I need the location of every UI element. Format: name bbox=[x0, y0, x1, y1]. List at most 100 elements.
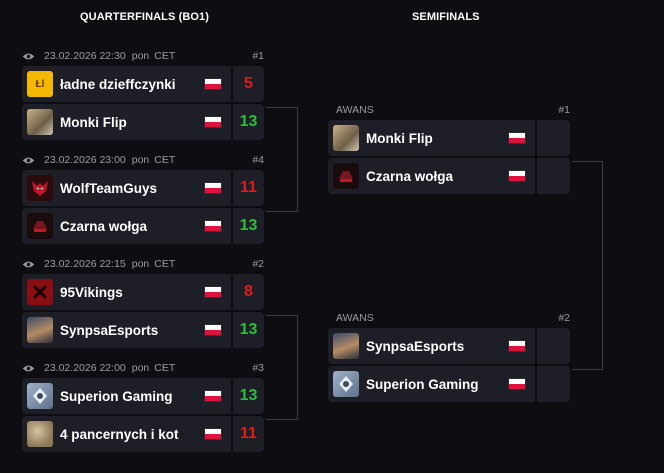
match-datetime: 23.02.2026 22:00 bbox=[44, 362, 126, 374]
team-name: Monki Flip bbox=[60, 114, 127, 130]
match-number: #4 bbox=[252, 154, 264, 166]
bracket-connector bbox=[572, 161, 603, 162]
team-logo bbox=[27, 175, 53, 201]
poland-flag-icon bbox=[205, 325, 221, 335]
match-number: #1 bbox=[558, 104, 570, 116]
team-score: 8 bbox=[233, 274, 264, 310]
match-timezone: CET bbox=[154, 362, 176, 374]
bracket-connector bbox=[266, 107, 297, 108]
bracket-connector bbox=[266, 315, 297, 316]
team-row[interactable]: SynpsaEsports 13 bbox=[22, 312, 266, 348]
bracket-connector bbox=[266, 211, 297, 212]
bracket-connector bbox=[572, 369, 603, 370]
match-datetime: 23.02.2026 22:15 bbox=[44, 258, 126, 270]
quarterfinal-match-4[interactable]: 23.02.2026 23:00 pon CET #4 WolfTeamGuys… bbox=[22, 150, 266, 246]
team-logo bbox=[333, 163, 359, 189]
eye-icon[interactable] bbox=[22, 364, 35, 373]
team-row[interactable]: Superion Gaming bbox=[328, 366, 572, 402]
team-logo bbox=[333, 371, 359, 397]
team-score: 11 bbox=[233, 170, 264, 206]
team-score: 13 bbox=[233, 378, 264, 414]
team-name: SynpsaEsports bbox=[366, 338, 465, 354]
team-row[interactable]: SynpsaEsports bbox=[328, 328, 572, 364]
poland-flag-icon bbox=[205, 287, 221, 297]
team-name: Superion Gaming bbox=[366, 376, 479, 392]
team-logo bbox=[27, 109, 53, 135]
match-number: #2 bbox=[558, 312, 570, 324]
team-row[interactable]: 4 pancernych i kot 11 bbox=[22, 416, 266, 452]
bracket-connector bbox=[266, 419, 297, 420]
team-score: 5 bbox=[233, 66, 264, 102]
advance-label: AWANS bbox=[336, 312, 374, 324]
team-name: SynpsaEsports bbox=[60, 322, 159, 338]
match-timezone: CET bbox=[154, 50, 176, 62]
match-number: #2 bbox=[252, 258, 264, 270]
team-name: Czarna wołga bbox=[60, 218, 148, 234]
match-meta: AWANS #2 bbox=[328, 308, 572, 328]
eye-icon[interactable] bbox=[22, 52, 35, 61]
team-name: 95Vikings bbox=[60, 284, 123, 300]
team-logo bbox=[333, 125, 359, 151]
team-logo bbox=[27, 383, 53, 409]
poland-flag-icon bbox=[509, 171, 525, 181]
poland-flag-icon bbox=[205, 429, 221, 439]
match-number: #3 bbox=[252, 362, 264, 374]
advance-label: AWANS bbox=[336, 104, 374, 116]
match-meta: 23.02.2026 22:30 pon CET #1 bbox=[22, 46, 266, 66]
match-meta: 23.02.2026 22:00 pon CET #3 bbox=[22, 358, 266, 378]
team-name: WolfTeamGuys bbox=[60, 180, 158, 196]
team-row[interactable]: Czarna wołga 13 bbox=[22, 208, 266, 244]
poland-flag-icon bbox=[205, 183, 221, 193]
team-score bbox=[537, 120, 570, 156]
eye-icon[interactable] bbox=[22, 156, 35, 165]
semifinal-match-2[interactable]: AWANS #2 SynpsaEsports Superion Gaming bbox=[328, 308, 572, 404]
team-logo: Łl bbox=[27, 71, 53, 97]
team-logo bbox=[27, 279, 53, 305]
match-datetime: 23.02.2026 22:30 bbox=[44, 50, 126, 62]
team-row[interactable]: WolfTeamGuys 11 bbox=[22, 170, 266, 206]
team-logo bbox=[27, 421, 53, 447]
team-score: 13 bbox=[233, 104, 264, 140]
team-name: Monki Flip bbox=[366, 130, 433, 146]
team-row[interactable]: 95Vikings 8 bbox=[22, 274, 266, 310]
team-score: 13 bbox=[233, 208, 264, 244]
quarterfinal-match-3[interactable]: 23.02.2026 22:00 pon CET #3 Superion Gam… bbox=[22, 358, 266, 454]
bracket-connector bbox=[297, 315, 298, 420]
quarterfinal-match-1[interactable]: 23.02.2026 22:30 pon CET #1 Łl ładne dzi… bbox=[22, 46, 266, 142]
bracket-connector bbox=[602, 161, 603, 370]
poland-flag-icon bbox=[205, 391, 221, 401]
poland-flag-icon bbox=[509, 341, 525, 351]
poland-flag-icon bbox=[509, 133, 525, 143]
match-meta: AWANS #1 bbox=[328, 100, 572, 120]
team-logo bbox=[333, 333, 359, 359]
quarterfinal-match-2[interactable]: 23.02.2026 22:15 pon CET #2 95Vikings 8 … bbox=[22, 254, 266, 350]
match-day: pon bbox=[131, 154, 150, 166]
team-row[interactable]: Monki Flip 13 bbox=[22, 104, 266, 140]
semifinals-heading: SEMIFINALS bbox=[412, 11, 480, 23]
bracket-connector bbox=[297, 107, 298, 212]
match-timezone: CET bbox=[154, 258, 176, 270]
poland-flag-icon bbox=[205, 117, 221, 127]
team-score: 13 bbox=[233, 312, 264, 348]
team-logo bbox=[27, 213, 53, 239]
team-name: Superion Gaming bbox=[60, 388, 173, 404]
match-meta: 23.02.2026 23:00 pon CET #4 bbox=[22, 150, 266, 170]
eye-icon[interactable] bbox=[22, 260, 35, 269]
team-row[interactable]: Czarna wołga bbox=[328, 158, 572, 194]
team-score bbox=[537, 328, 570, 364]
team-row[interactable]: Monki Flip bbox=[328, 120, 572, 156]
team-row[interactable]: Superion Gaming 13 bbox=[22, 378, 266, 414]
team-name: ładne dzieffczynki bbox=[60, 76, 176, 92]
match-meta: 23.02.2026 22:15 pon CET #2 bbox=[22, 254, 266, 274]
team-score bbox=[537, 366, 570, 402]
match-day: pon bbox=[131, 50, 150, 62]
match-datetime: 23.02.2026 23:00 bbox=[44, 154, 126, 166]
semifinal-match-1[interactable]: AWANS #1 Monki Flip Czarna wołga bbox=[328, 100, 572, 196]
team-score: 11 bbox=[233, 416, 264, 452]
poland-flag-icon bbox=[509, 379, 525, 389]
team-row[interactable]: Łl ładne dzieffczynki 5 bbox=[22, 66, 266, 102]
team-score bbox=[537, 158, 570, 194]
match-day: pon bbox=[131, 258, 150, 270]
match-timezone: CET bbox=[154, 154, 176, 166]
poland-flag-icon bbox=[205, 79, 221, 89]
